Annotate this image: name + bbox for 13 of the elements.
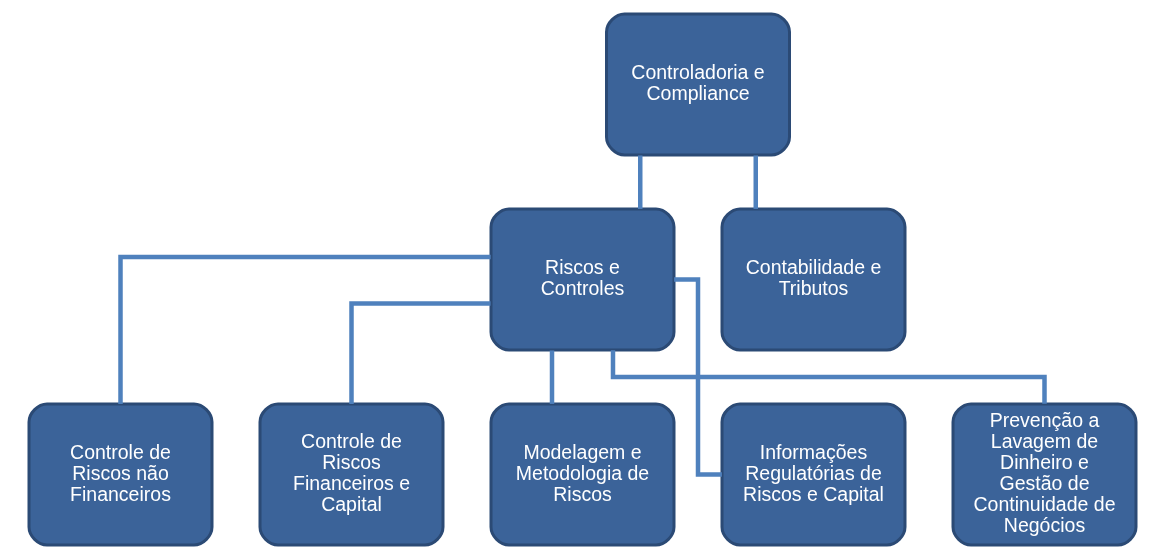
node-box: Controladoria e Compliance (604, 12, 791, 157)
node-box: Controle de Riscos Financeiros e Capital (258, 402, 444, 547)
connector (549, 350, 554, 404)
connector (348, 301, 491, 404)
node-box: Contabilidade e Tributos (720, 207, 906, 352)
node-box: Controle de Riscos não Financeiros (27, 402, 213, 547)
node-box: Prevenção a Lavagem de Dinheiro e Gestão de Continuidade de Negócios (951, 402, 1137, 547)
node-box: Modelagem e Metodologia de Riscos (489, 402, 675, 547)
connector (117, 254, 491, 404)
connector (637, 155, 642, 209)
node-box: Informações Regulatórias de Riscos e Capital (720, 402, 906, 547)
connector (753, 155, 758, 209)
node-box: Riscos e Controles (489, 207, 675, 352)
